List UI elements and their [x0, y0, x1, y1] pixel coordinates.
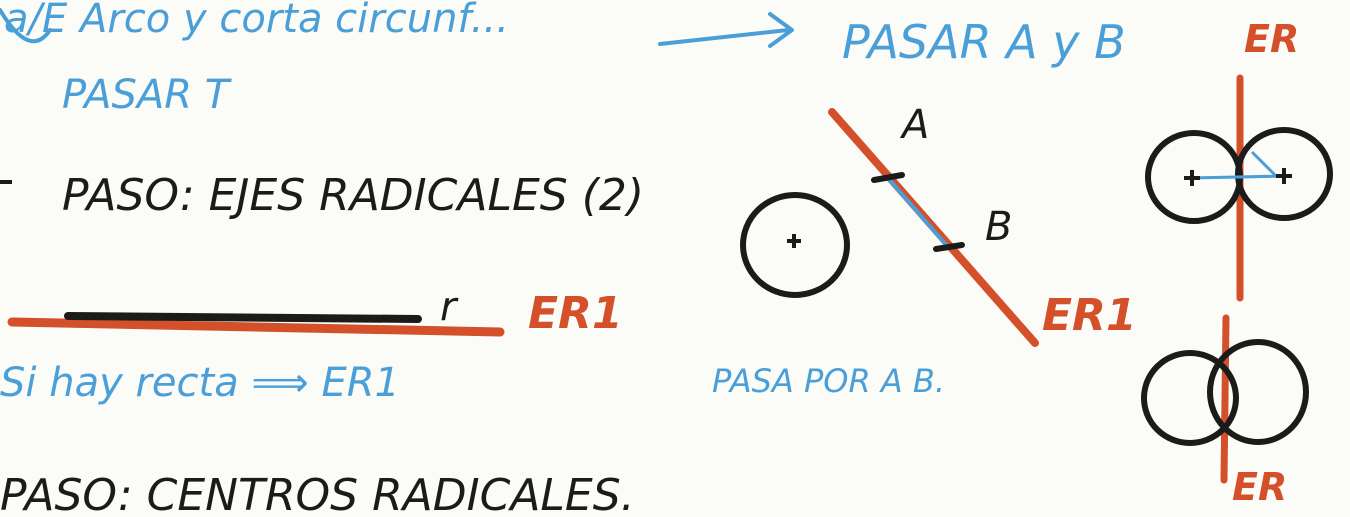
right-circle-bottom: [1207, 339, 1309, 445]
line-label-r: r: [440, 284, 459, 330]
center-mark-right: [1276, 168, 1292, 184]
label-point-a: A: [899, 102, 929, 148]
top-left-fragment: a/E Arco y corta circunf...: [4, 0, 509, 42]
pasa-por-ab-caption: PASA POR A B.: [712, 362, 945, 400]
red-er1-line: [7, 317, 505, 337]
line-label-er1: ER1: [528, 288, 623, 339]
pasar-t-text: PASAR T: [62, 72, 233, 118]
paso-ejes-heading: PASO: EJES RADICALES (2): [62, 170, 644, 221]
left-circle-bottom: [1141, 350, 1239, 446]
pasar-a-y-b-text: PASAR A y B: [842, 15, 1126, 69]
center-mark-left: [1184, 170, 1200, 186]
blue-center-line: [1189, 174, 1287, 180]
paso-centros-heading: PASO: CENTROS RADICALES.: [0, 470, 635, 517]
black-line-r: [64, 312, 422, 323]
blue-segment-ab: [886, 176, 950, 249]
right-circle-top: [1235, 127, 1333, 221]
si-hay-recta-text: Si hay recta ⟹ ER1: [0, 360, 400, 406]
blue-construction-mark: [1250, 150, 1278, 178]
label-er-top: ER: [1244, 17, 1299, 61]
arrow-icon: [658, 12, 794, 48]
tick-point-a: [871, 172, 905, 183]
tick-point-b: [933, 242, 965, 252]
red-er-vertical-bottom: [1220, 314, 1230, 484]
label-er1-diagonal: ER1: [1042, 290, 1137, 341]
label-point-b: B: [985, 204, 1012, 250]
label-er-bottom: ER: [1232, 465, 1287, 509]
partial-circle-stroke: [0, 8, 52, 44]
circle-with-center: [740, 192, 850, 298]
